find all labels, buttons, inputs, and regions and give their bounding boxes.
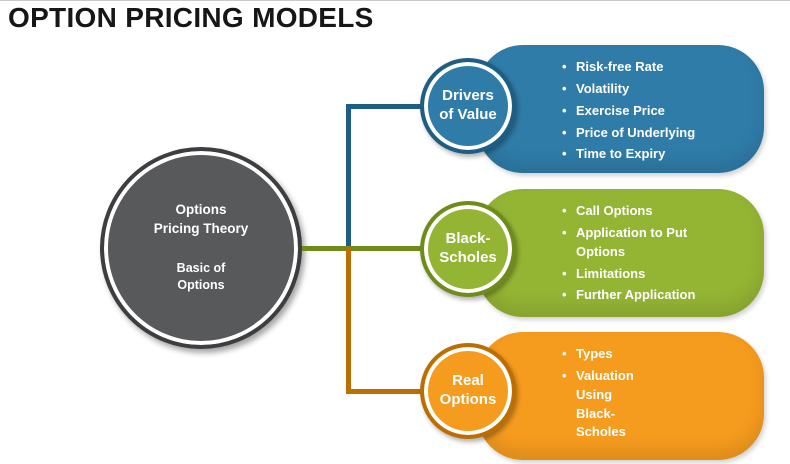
branch-label: Real Options	[439, 372, 497, 408]
list-item: Volatility	[561, 80, 753, 99]
list-item: Risk-free Rate	[561, 58, 753, 77]
connector-line-horizontal	[302, 246, 426, 251]
bullet-list: Types Valuation Using Black- Scholes	[561, 342, 753, 445]
list-item: Limitations	[561, 265, 753, 284]
list-item: Further Application	[561, 286, 753, 305]
branch-panel: Types Valuation Using Black- Scholes	[477, 332, 764, 460]
branch-panel: Risk-free Rate Volatility Exercise Price…	[477, 45, 764, 173]
connector-line-horizontal	[346, 104, 426, 109]
branch-circle: Black- Scholes	[420, 201, 516, 297]
slide-title: OPTION PRICING MODELS	[8, 2, 374, 33]
list-item: Time to Expiry	[561, 145, 753, 164]
bullet-list: Risk-free Rate Volatility Exercise Price…	[561, 55, 753, 167]
connector-line-horizontal	[346, 389, 426, 394]
branch-panel: Call Options Application to Put Options …	[477, 189, 764, 317]
list-item: Types	[561, 345, 753, 364]
list-item: Price of Underlying	[561, 124, 753, 143]
list-item: Application to Put Options	[561, 224, 753, 262]
center-subtitle: Basic of Options	[176, 260, 226, 293]
center-title: Options Pricing Theory	[153, 202, 249, 236]
list-item: Call Options	[561, 202, 753, 221]
connector-line-vertical	[346, 104, 351, 251]
connector-line-vertical	[346, 247, 351, 394]
bullet-list: Call Options Application to Put Options …	[561, 199, 753, 308]
branch-circle: Drivers of Value	[420, 58, 516, 154]
center-circle: Options Pricing Theory Basic of Options	[100, 147, 302, 349]
branch-label: Drivers of Value	[439, 87, 497, 123]
list-item: Exercise Price	[561, 102, 753, 121]
list-item: Valuation Using Black- Scholes	[561, 367, 753, 442]
branch-label: Black- Scholes	[439, 230, 497, 266]
branch-circle: Real Options	[420, 343, 516, 439]
